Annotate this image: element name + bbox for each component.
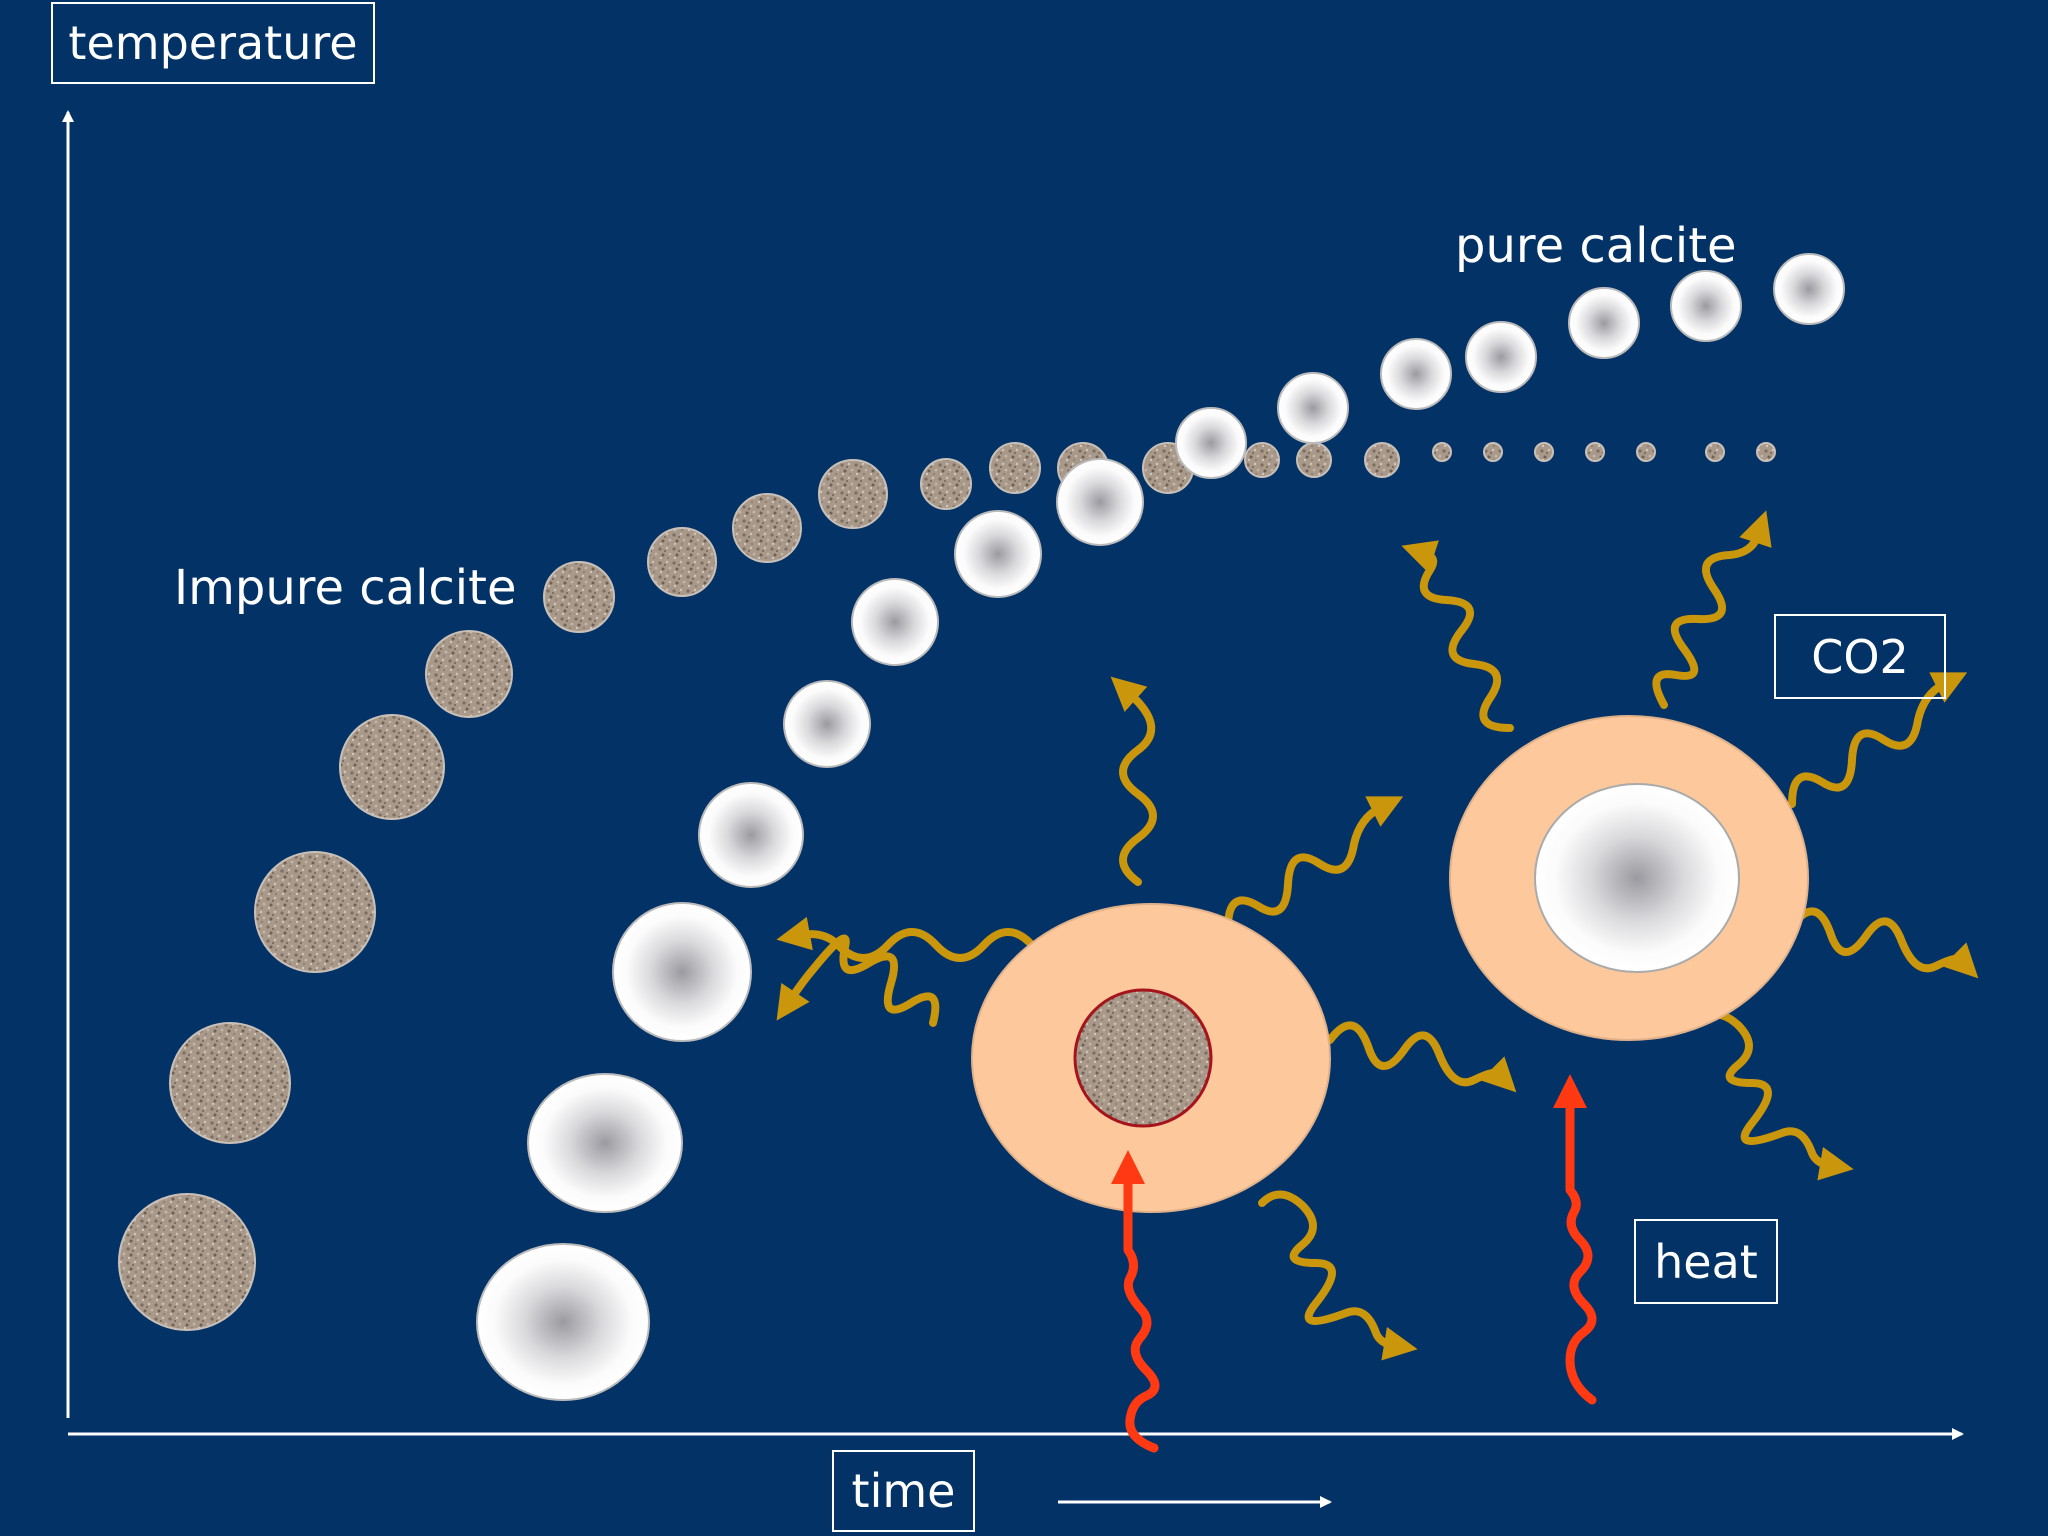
impure-core	[1073, 988, 1213, 1128]
impure-grain	[1296, 442, 1332, 478]
pure-grain	[612, 902, 752, 1042]
impure-grain	[647, 527, 717, 597]
impure-grain	[543, 561, 615, 633]
co2-label: CO2	[1774, 614, 1946, 699]
impure-grain	[732, 493, 802, 563]
pure-grain	[1380, 338, 1452, 410]
heat-arrows	[1111, 1074, 1597, 1453]
impure-grain	[425, 630, 513, 718]
impure-grain	[920, 458, 972, 510]
impure-grain	[254, 851, 376, 973]
co2-arrow	[776, 934, 940, 1027]
impure-grain	[1705, 442, 1725, 462]
heat-arrow	[1553, 1074, 1597, 1405]
co2-arrow	[1401, 540, 1514, 732]
pure-grain	[1465, 321, 1537, 393]
co2-arrow	[1326, 1021, 1517, 1093]
pure-grain	[1175, 407, 1247, 479]
co2-arrow	[1110, 676, 1157, 886]
co2-arrow	[1652, 510, 1772, 709]
impure-grain	[1534, 442, 1554, 462]
pure-calcite-label: pure calcite	[1455, 218, 1737, 274]
pure-grain	[851, 578, 939, 666]
co2-arrow	[1788, 907, 1979, 979]
reacting-impure-grain	[971, 903, 1331, 1213]
time-label: time	[832, 1450, 975, 1532]
impure-grain	[1483, 442, 1503, 462]
reacting-pure-grain	[1449, 715, 1809, 1041]
pure-grain	[476, 1243, 650, 1401]
pure-grain	[1773, 253, 1845, 325]
pure-grain	[698, 782, 804, 888]
co2-arrow	[1224, 796, 1404, 932]
impure-grain	[1636, 442, 1656, 462]
impure-grain	[118, 1193, 256, 1331]
pure-grain	[1056, 458, 1144, 546]
impure-calcite-label: Impure calcite	[174, 560, 517, 616]
impure-grain	[818, 459, 888, 529]
co2-arrow	[1258, 1190, 1418, 1361]
impure-grain	[169, 1022, 291, 1144]
impure-grain	[1364, 442, 1400, 478]
impure-grain	[1756, 442, 1776, 462]
pure-grain	[954, 510, 1042, 598]
co2-arrow	[1694, 1010, 1854, 1181]
co2-release-arrows	[776, 510, 1979, 1361]
impure-grain	[339, 714, 445, 820]
impure-calcite-grains	[118, 442, 1776, 1331]
pure-grain	[527, 1073, 683, 1213]
pure-calcite-grains	[476, 253, 1845, 1401]
impure-grain	[1585, 442, 1605, 462]
temperature-label: temperature	[51, 2, 375, 84]
pure-grain	[1670, 270, 1742, 342]
pure-core	[1534, 783, 1740, 973]
impure-grain	[989, 442, 1041, 494]
impure-grain	[1244, 442, 1280, 478]
pure-grain	[1277, 372, 1349, 444]
pure-grain	[1568, 287, 1640, 359]
pure-grain	[783, 680, 871, 768]
impure-grain	[1432, 442, 1452, 462]
heat-label: heat	[1634, 1219, 1778, 1304]
heat-arrow	[1111, 1150, 1160, 1453]
co2-arrow	[1788, 672, 1968, 808]
